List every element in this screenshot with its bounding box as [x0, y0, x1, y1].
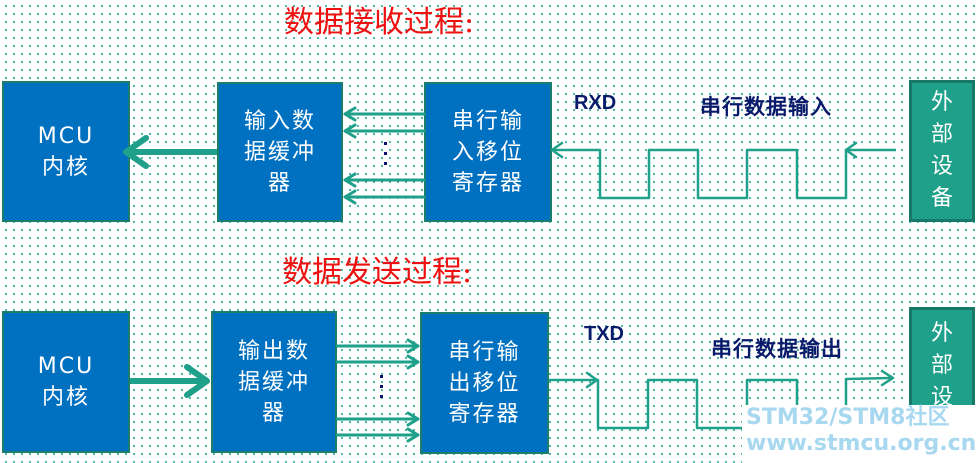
receive-ext-line2: 部 [930, 122, 953, 147]
receive-parallel-arrow-4 [343, 189, 426, 205]
receive-parallel-arrow-3 [343, 172, 426, 188]
transmit-parallel-arrow-4 [335, 427, 420, 443]
receive-buffer-line2: 据缓冲 [243, 139, 316, 165]
watermark: STM32/STM8社区 www.stmcu.org.cn [742, 405, 976, 463]
receive-signal-label: 串行数据输入 [700, 95, 832, 119]
receive-ellipsis-dot-1 [384, 142, 387, 145]
txd-arrowhead-right [880, 369, 895, 387]
receive-shift-line3: 寄存器 [451, 170, 524, 196]
txd-label: TXD [584, 323, 624, 345]
transmit-signal-label: 串行数据输出 [711, 337, 843, 361]
transmit-buffer-line1: 输出数 [237, 338, 310, 364]
receive-ellipsis-dot-2 [384, 152, 387, 155]
receive-parallel-arrow-1 [343, 106, 426, 122]
transmit-shift-register-box: 串行输 出移位 寄存器 [420, 312, 549, 454]
receive-external-device-box: 外 部 设 备 [909, 80, 975, 222]
receive-input-buffer-box: 输入数 据缓冲 器 [217, 82, 343, 222]
rxd-arrowhead-left [550, 141, 564, 159]
receive-shift-line1: 串行输 [451, 108, 524, 134]
receive-buffer-line3: 器 [267, 170, 292, 196]
receive-ext-line3: 设 [930, 154, 953, 179]
transmit-mcu-core-box: MCU 内核 [2, 311, 130, 453]
transmit-shift-line3: 寄存器 [448, 401, 521, 427]
transmit-mcu-to-buffer-arrow [130, 364, 210, 398]
watermark-line2: www.stmcu.org.cn [746, 431, 976, 456]
receive-mcu-line1: MCU [37, 123, 95, 149]
receive-ext-line1: 外 [930, 90, 953, 115]
transmit-ellipsis-dot-3 [380, 395, 383, 398]
txd-arrowhead-left [585, 371, 599, 389]
transmit-ellipsis-dot-2 [380, 385, 383, 388]
transmit-shift-line2: 出移位 [448, 370, 521, 396]
rxd-label: RXD [574, 92, 617, 114]
transmit-shift-line1: 串行输 [448, 339, 521, 365]
transmit-buffer-line3: 器 [261, 400, 286, 426]
transmit-ext-line2: 部 [930, 353, 953, 378]
transmit-parallel-arrow-1 [335, 338, 420, 354]
transmit-buffer-line2: 据缓冲 [237, 369, 310, 395]
transmit-output-buffer-box: 输出数 据缓冲 器 [211, 311, 337, 453]
transmit-parallel-arrow-2 [335, 354, 420, 370]
transmit-mcu-line1: MCU [37, 354, 95, 379]
rxd-waveform [552, 148, 896, 200]
rxd-arrowhead-right [844, 141, 858, 159]
transmit-ellipsis-dot-1 [380, 375, 383, 378]
watermark-line1: STM32/STM8社区 [746, 405, 950, 430]
receive-buffer-to-mcu-arrow [123, 135, 217, 169]
receive-shift-line2: 入移位 [451, 139, 524, 165]
transmit-title: 数据发送过程: [282, 255, 473, 290]
receive-shift-register-box: 串行输 入移位 寄存器 [424, 82, 552, 222]
receive-title: 数据接收过程: [284, 5, 475, 40]
receive-ellipsis-dot-3 [384, 162, 387, 165]
receive-mcu-line2: 内核 [41, 154, 90, 180]
transmit-ext-line1: 外 [930, 321, 953, 346]
receive-ext-line4: 备 [930, 186, 953, 211]
receive-parallel-arrow-2 [343, 123, 426, 139]
transmit-ext-line3: 设 [930, 385, 953, 410]
receive-mcu-core-box: MCU 内核 [2, 81, 130, 222]
receive-buffer-line1: 输入数 [243, 108, 316, 134]
transmit-mcu-line2: 内核 [41, 385, 90, 410]
transmit-parallel-arrow-3 [335, 411, 420, 427]
